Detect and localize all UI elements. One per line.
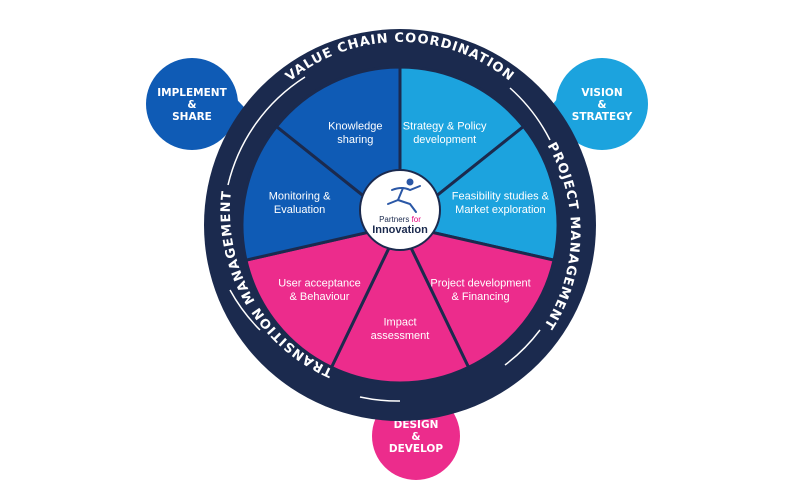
bubble-2: VISION&STRATEGY <box>534 58 648 150</box>
ring-line-top <box>227 76 306 186</box>
segment-label-line: Evaluation <box>274 204 325 216</box>
segment-label-line: Strategy & Policy <box>403 120 487 132</box>
bubble-label: VISION&STRATEGY <box>572 87 633 123</box>
segment-label-7: Knowledge sharing <box>328 120 382 146</box>
segment-6 <box>240 124 404 262</box>
bubble-label-line: & <box>187 99 196 111</box>
ring-line-bottom <box>359 396 401 402</box>
bubble-label: DESIGN&DEVELOP <box>389 419 443 455</box>
bubble-label-line: STRATEGY <box>572 111 633 123</box>
segment-3 <box>397 222 556 370</box>
segment-label-line: Feasibility studies & <box>452 190 550 202</box>
segment-label-2: Feasibility studies & Market exploration <box>452 190 550 216</box>
ring-line-right-bottom <box>504 329 541 366</box>
bubble-label: IMPLEMENT&SHARE <box>157 87 227 123</box>
segment-label-line: sharing <box>337 134 373 146</box>
bubble-label-line: SHARE <box>172 111 212 123</box>
segment-label-6: Monitoring & Evaluation <box>269 190 331 216</box>
ring-line-top-right <box>509 87 551 141</box>
segment-label-1: Strategy & Policy development <box>403 120 487 146</box>
logo-circle <box>359 169 441 251</box>
segment-label-line: & Financing <box>451 291 509 303</box>
segment-label-5: User acceptance & Behaviour <box>278 277 361 303</box>
segment-5 <box>244 222 403 370</box>
segment-2 <box>396 124 560 262</box>
bubble-label-line: DESIGN <box>394 419 439 431</box>
logo-text-line2: Innovation <box>372 224 428 236</box>
segment-label-4: Impact assessment <box>371 316 430 342</box>
leaping-figure-icon <box>387 178 421 213</box>
segment-label-line: User acceptance <box>278 277 361 289</box>
segment-label-line: Impact <box>383 316 416 328</box>
logo: Partners for Innovation <box>359 169 441 251</box>
bubble-label-line: & <box>597 99 606 111</box>
segment-label-line: assessment <box>371 330 430 342</box>
logo-accent: for <box>412 215 422 224</box>
bubble-label-line: IMPLEMENT <box>157 87 227 99</box>
bubble-label-line: DEVELOP <box>389 443 443 455</box>
ring-line-left <box>229 289 261 331</box>
segment-label-line: development <box>413 134 476 146</box>
segment-label-line: & Behaviour <box>290 291 350 303</box>
segment-label-line: Knowledge <box>328 120 382 132</box>
logo-text-line1: Partners for <box>379 215 421 224</box>
segment-label-line: Project development <box>430 277 530 289</box>
segment-label-line: Monitoring & <box>269 190 331 202</box>
segment-4 <box>329 221 471 385</box>
segment-label-3: Project development & Financing <box>430 277 530 303</box>
segment-label-line: Market exploration <box>455 204 546 216</box>
bubble-label-line: VISION <box>581 87 622 99</box>
bubble-circle <box>556 58 648 150</box>
bubble-label-line: & <box>411 431 420 443</box>
bubble-circle <box>146 58 238 150</box>
